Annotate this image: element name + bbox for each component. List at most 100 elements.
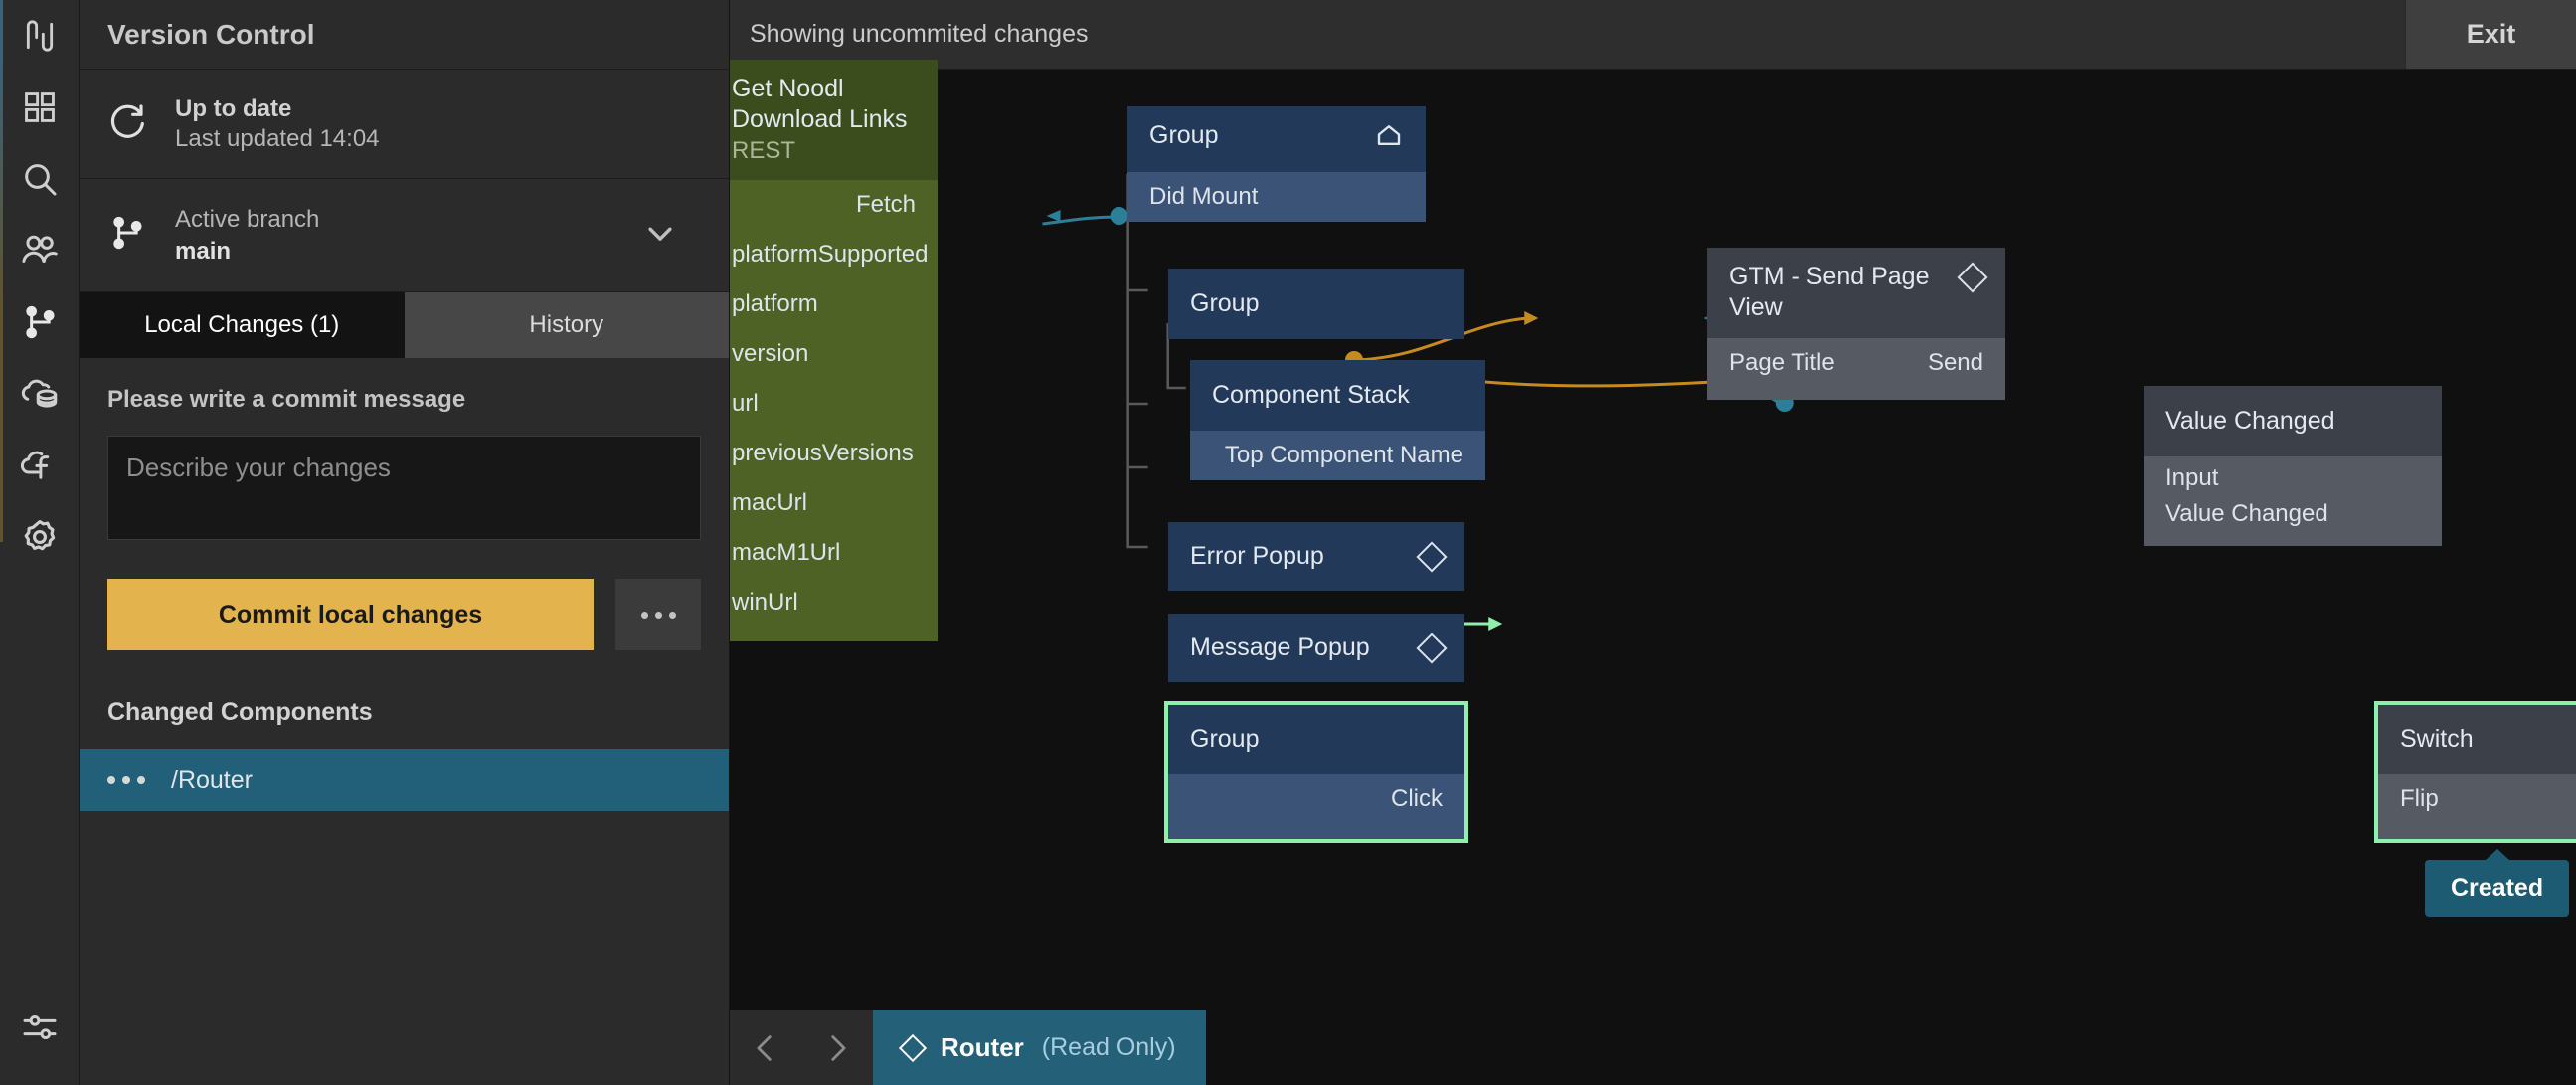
port-value-changed-out[interactable]: Value Changed (2165, 500, 2328, 528)
node-switch[interactable]: Switch Flip (2374, 700, 2576, 844)
commit-actions: Commit local changes (107, 579, 701, 650)
node-title: Component Stack (1212, 381, 1410, 409)
row-more-icon[interactable] (107, 776, 145, 784)
node-title: Message Popup (1190, 633, 1370, 661)
changed-component-name: /Router (171, 765, 253, 794)
breadcrumb-state: (Read Only) (1041, 1033, 1176, 1061)
node-title: Get Noodl Download Links (732, 75, 908, 134)
active-branch-row[interactable]: Active branch main (80, 179, 729, 292)
home-icon (1374, 120, 1404, 158)
port-platformsupported[interactable]: platformSupported (732, 240, 929, 268)
node-component-stack[interactable]: Component Stack Top Component Name (1190, 360, 1485, 481)
rail-accent-stripe (0, 0, 3, 542)
active-branch-label: Active branch (175, 206, 320, 234)
active-branch-text: Active branch main (175, 204, 319, 266)
canvas-topbar: Showing uncommited changes Exit (730, 0, 2576, 70)
node-group-root[interactable]: Group Did Mount (1127, 106, 1426, 223)
node-header: Get Noodl Download Links REST (730, 60, 938, 180)
diamond-icon (1957, 262, 1988, 293)
node-rest-get-noodl-download-links[interactable]: Get Noodl Download Links REST Fetch plat… (730, 60, 938, 641)
canvas-area: Showing uncommited changes Exit (730, 0, 2576, 1085)
node-subtitle: REST (732, 136, 796, 164)
edge-layer (1042, 174, 1794, 633)
exit-button[interactable]: Exit (2405, 0, 2576, 69)
port-row-page-title-send[interactable]: Page Title Send (1707, 338, 2005, 388)
changed-components-title: Changed Components (107, 698, 373, 726)
bottom-breadcrumb-bar: Router (Read Only) (730, 1010, 2576, 1085)
node-graph[interactable]: Get Noodl Download Links REST Fetch plat… (730, 60, 2576, 1085)
noodl-logo-icon[interactable] (0, 0, 80, 72)
chevron-down-icon[interactable] (643, 216, 677, 255)
sliders-icon[interactable] (0, 992, 80, 1063)
tab-local-changes[interactable]: Local Changes (1) (80, 292, 405, 358)
node-body: Page Title Send (1707, 337, 2005, 400)
node-body: Fetch platformSupported platform version… (730, 179, 938, 641)
settings-gear-icon[interactable] (0, 501, 80, 573)
refresh-icon[interactable] (107, 101, 147, 146)
commit-section: Please write a commit message Commit loc… (80, 358, 729, 811)
port-platform[interactable]: platform (732, 289, 818, 317)
node-header: Component Stack (1190, 360, 1485, 432)
search-icon[interactable] (0, 143, 80, 215)
port-flip[interactable]: Flip (2400, 785, 2439, 813)
node-body: Top Component Name (1190, 431, 1485, 481)
commit-local-changes-button[interactable]: Commit local changes (107, 579, 594, 650)
panel-tabs: Local Changes (1) History (80, 292, 729, 358)
breadcrumb-router[interactable]: Router (Read Only) (873, 1010, 1206, 1085)
diamond-icon (1416, 541, 1448, 573)
commit-message-input[interactable] (107, 436, 701, 540)
node-title: Group (1190, 289, 1260, 317)
port-did-mount[interactable]: Did Mount (1149, 183, 1259, 211)
node-group-click[interactable]: Group Click (1164, 700, 1468, 844)
commit-more-options-button[interactable] (615, 579, 701, 650)
port-input[interactable]: Input (2165, 464, 2219, 492)
sync-status-text: Up to date Last updated 14:04 (175, 94, 380, 154)
version-control-panel: Version Control Up to date Last updated … (80, 0, 730, 1085)
node-header: Switch (2378, 705, 2576, 775)
port-macm1url[interactable]: macM1Url (732, 538, 841, 566)
node-title: Group (1190, 725, 1260, 753)
version-control-branch-icon[interactable] (0, 286, 80, 358)
node-error-popup[interactable]: Error Popup (1168, 522, 1464, 592)
node-header: GTM - Send Page View (1707, 248, 2005, 338)
node-message-popup[interactable]: Message Popup (1168, 614, 1464, 683)
changed-component-row[interactable]: /Router (80, 749, 729, 811)
node-body: Input Value Changed (2144, 456, 2442, 547)
sync-status[interactable]: Up to date Last updated 14:04 (80, 70, 729, 179)
cloud-data-icon[interactable] (0, 358, 80, 430)
node-gtm-send-page-view[interactable]: GTM - Send Page View Page Title Send (1707, 248, 2005, 400)
page-title: Version Control (80, 0, 729, 70)
node-title: Error Popup (1190, 542, 1324, 570)
back-arrow-icon[interactable] (749, 1031, 782, 1065)
components-grid-icon[interactable] (0, 72, 80, 143)
node-group-2[interactable]: Group (1168, 269, 1464, 340)
breadcrumb-name: Router (941, 1032, 1024, 1062)
sync-status-headline: Up to date (175, 94, 292, 122)
created-tooltip: Created (2425, 860, 2570, 917)
diamond-icon (1416, 633, 1448, 664)
port-macurl[interactable]: macUrl (732, 488, 807, 516)
port-page-title[interactable]: Page Title (1729, 348, 1835, 376)
forward-arrow-icon[interactable] (820, 1031, 854, 1065)
node-header: Group (1168, 269, 1464, 340)
node-value-changed[interactable]: Value Changed Input Value Changed (2144, 386, 2442, 547)
sync-status-sub: Last updated 14:04 (175, 124, 380, 152)
port-send[interactable]: Send (1927, 348, 1983, 376)
port-url[interactable]: url (732, 389, 759, 417)
node-header: Message Popup (1168, 614, 1464, 683)
port-version[interactable]: version (732, 339, 809, 367)
tab-history[interactable]: History (404, 292, 729, 358)
branch-icon (107, 213, 147, 258)
port-fetch[interactable]: Fetch (855, 190, 916, 218)
port-winurl[interactable]: winUrl (732, 588, 798, 616)
commit-message-label: Please write a commit message (107, 386, 466, 413)
cloud-functions-icon[interactable] (0, 430, 80, 501)
users-icon[interactable] (0, 215, 80, 286)
node-title: Group (1149, 121, 1219, 149)
port-previousversions[interactable]: previousVersions (732, 439, 914, 466)
port-click[interactable]: Click (1391, 785, 1443, 813)
diamond-icon (898, 1033, 928, 1062)
node-header: Group (1168, 705, 1464, 775)
port-top-component-name[interactable]: Top Component Name (1224, 442, 1463, 469)
